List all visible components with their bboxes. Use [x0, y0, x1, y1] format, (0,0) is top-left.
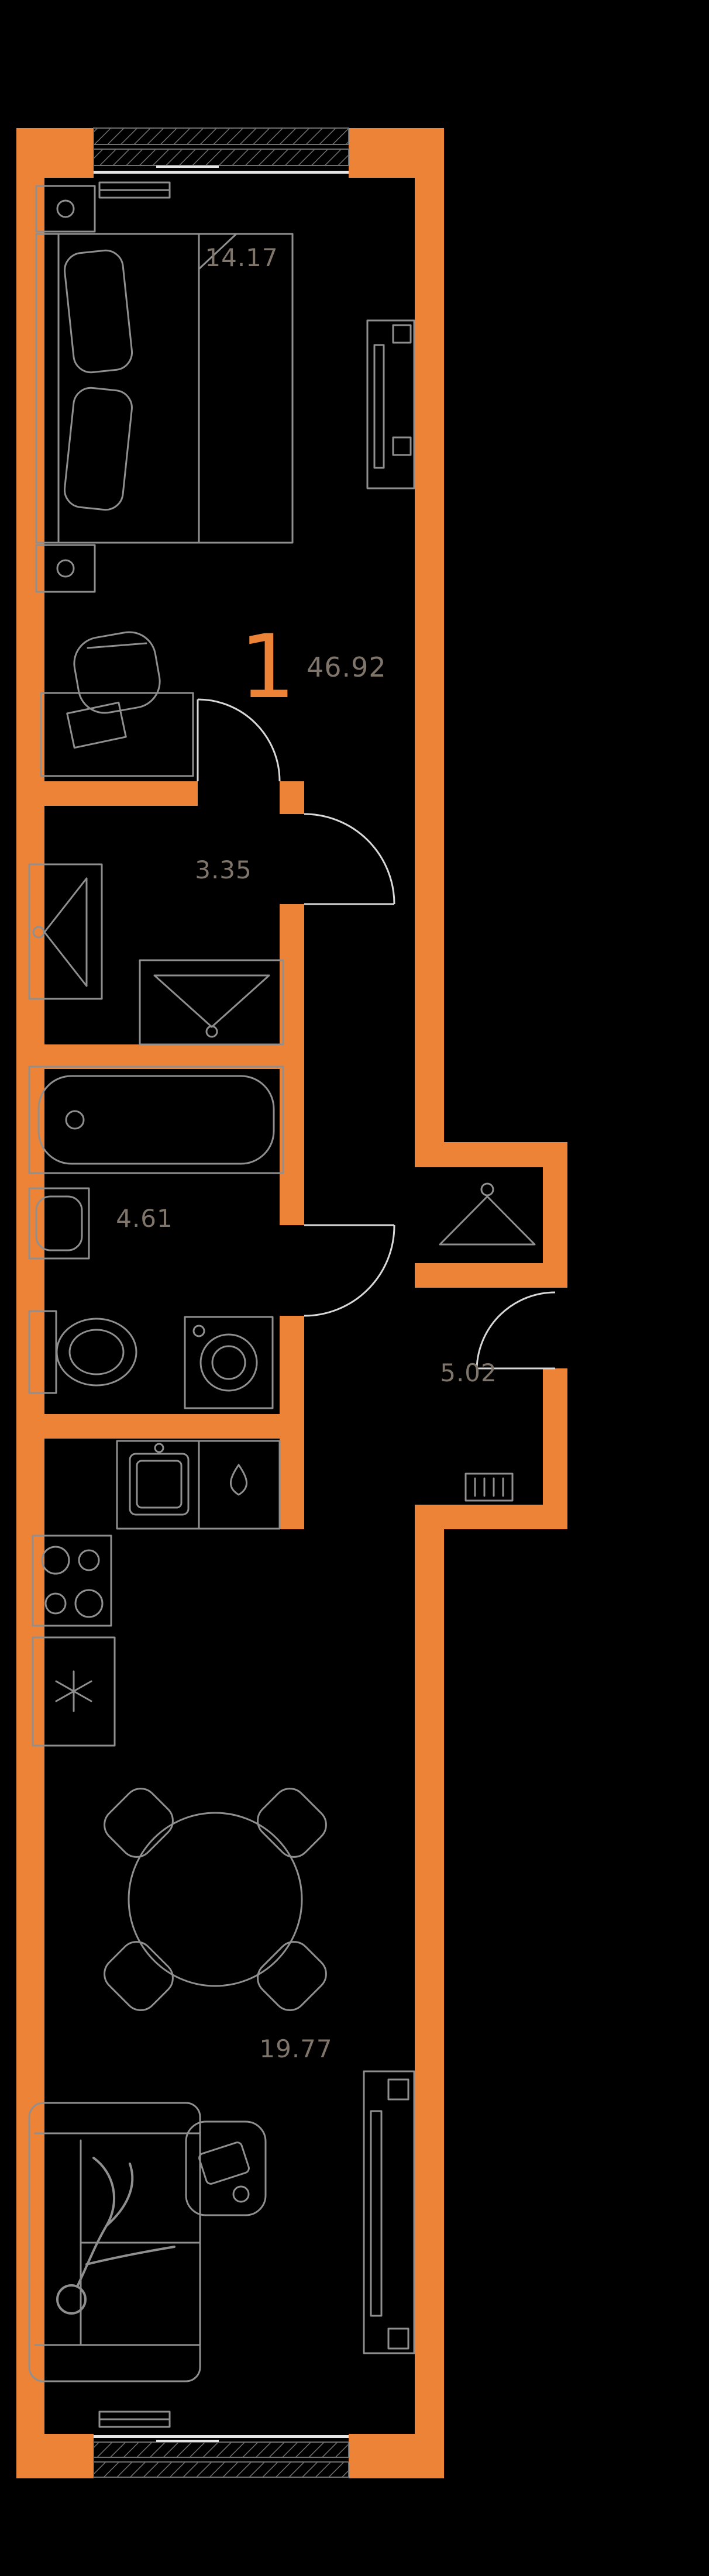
desk-icon	[40, 692, 194, 777]
balcony-slab	[93, 2441, 349, 2458]
nightstand-icon	[35, 185, 96, 233]
stove-icon	[32, 1534, 112, 1627]
living-room	[28, 2070, 415, 2382]
wall-niche-bottom	[415, 1263, 567, 1288]
water-drop-icon	[230, 1464, 247, 1496]
bed-icon	[35, 233, 294, 544]
radiator-icon	[98, 181, 171, 199]
total-area-label: 46.92	[307, 651, 387, 683]
apartment-number-label: 1	[240, 616, 296, 718]
living-area-label: 19.77	[259, 2034, 332, 2063]
dining-chair-icon	[104, 1788, 174, 1858]
wall-bottom-right	[349, 2434, 444, 2478]
coat-hanger-icon	[439, 1182, 536, 1246]
labels: 14.17 1 46.92 3.35 4.61 5.02 19.77	[116, 243, 497, 2063]
wall-right-lower	[415, 1505, 444, 2478]
balcony-door-line	[156, 165, 219, 168]
wall-top-left	[16, 128, 94, 178]
balcony-bottom	[93, 2435, 349, 2478]
kitchen	[32, 1440, 281, 1747]
wall-bottom-left	[16, 2434, 94, 2478]
bedroom	[35, 185, 415, 777]
doors	[197, 698, 556, 1370]
wardrobe-icon	[28, 863, 103, 1000]
bathroom-door	[304, 1224, 395, 1317]
balcony-slab	[93, 2461, 349, 2478]
wall-niche-top	[415, 1142, 567, 1167]
chair-icon	[73, 631, 161, 714]
radiator-icon	[98, 2411, 171, 2428]
wall-entry-right	[543, 1368, 567, 1529]
wall-right-upper	[415, 128, 444, 1167]
wall-bedroom-divider	[44, 781, 198, 806]
hallway	[28, 863, 284, 1046]
hallway-area-label: 3.35	[195, 856, 252, 884]
wall-bath-kitchen-divider	[44, 1414, 280, 1439]
balcony-top	[93, 127, 349, 174]
entry-niche	[439, 1182, 536, 1246]
dining-chair-icon	[104, 1941, 174, 2011]
fridge-icon	[32, 1636, 116, 1747]
toilet-icon	[28, 1310, 137, 1394]
hallway-door	[304, 813, 395, 905]
dining-area	[104, 1788, 327, 2011]
nightstand-icon	[35, 544, 96, 593]
bathroom-area-label: 4.61	[116, 1204, 173, 1233]
tv-console-icon	[366, 319, 415, 489]
bedroom-door	[197, 698, 281, 782]
bedroom-area-label: 14.17	[205, 243, 278, 272]
wall-inner-vertical-c	[280, 1316, 304, 1529]
balcony-slab	[93, 149, 349, 166]
wall-inner-vertical-b	[280, 904, 304, 1225]
walls	[16, 128, 567, 2478]
dining-chair-icon	[257, 1788, 327, 1858]
window-line	[94, 2435, 349, 2438]
wall-hallway-bath-divider	[44, 1044, 280, 1069]
balcony-slab	[93, 127, 349, 145]
wall-inner-vertical-a	[280, 781, 304, 814]
dining-table-icon	[128, 1812, 303, 1987]
wall-left	[16, 128, 44, 2478]
person-icon	[56, 2157, 175, 2315]
coffee-table-icon	[185, 2120, 267, 2216]
bathroom	[28, 1065, 284, 1409]
kitchen-counter-icon	[116, 1440, 281, 1530]
radiator-icon	[464, 1473, 514, 1502]
window-line	[94, 171, 349, 174]
tv-console-icon	[363, 2070, 415, 2354]
dining-chair-icon	[257, 1941, 327, 2011]
bathtub-icon	[28, 1065, 284, 1174]
corridor-area-label: 5.02	[440, 1358, 497, 1387]
entrance-door	[476, 1291, 556, 1370]
washing-machine-icon	[184, 1316, 274, 1409]
wardrobe-icon	[139, 959, 284, 1046]
sink-icon	[28, 1187, 90, 1260]
sofa-icon	[28, 2102, 201, 2382]
balcony-door-line	[156, 2440, 219, 2442]
